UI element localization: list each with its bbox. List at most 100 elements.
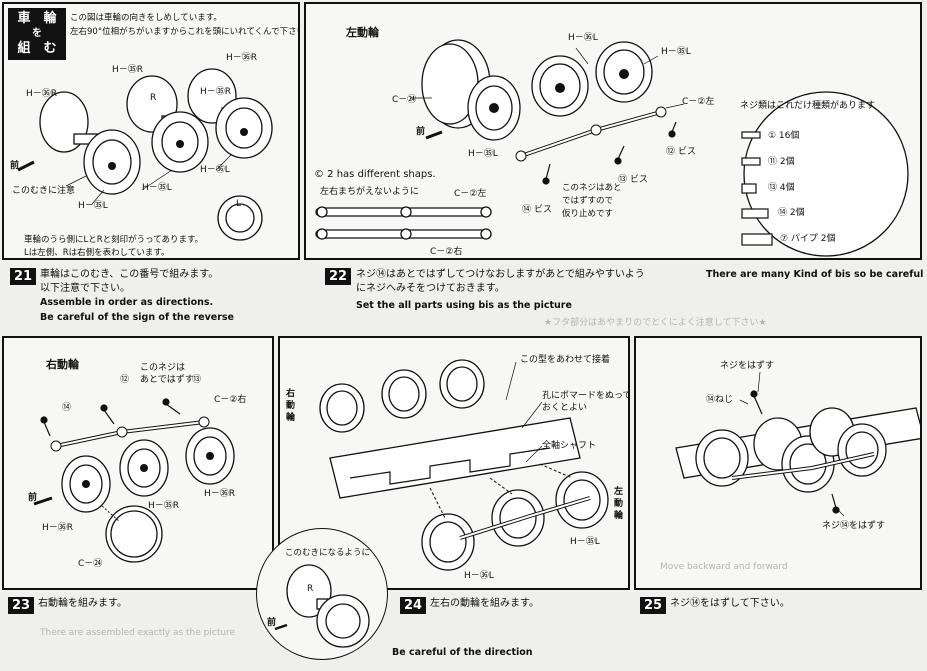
- panel-title: 左動輪: [346, 26, 379, 39]
- panel-right-drivers: 右動輪 このネジは あとではずす ⑫ ⑬ ⑭ C－②右 H－㊱R H－㉟R H－…: [2, 336, 274, 590]
- inset-r-mark: R: [307, 584, 314, 594]
- label-h35r-b: H－㉟R: [200, 87, 232, 97]
- label-m13: ⑬: [192, 375, 202, 385]
- left-drivers-drawing: [315, 39, 909, 257]
- right-drivers-drawing: [33, 398, 235, 563]
- chassis-with-rods-drawing: [675, 371, 920, 517]
- mistake-note: 左右まちがえないように: [320, 187, 419, 197]
- label-screw-note-2: あとではずす: [140, 375, 194, 385]
- screw-type-4: ⑭ 2個: [778, 208, 805, 218]
- label-c24: C－㉔: [78, 559, 103, 569]
- label-front: 前: [28, 493, 38, 503]
- label-front: 前: [416, 127, 426, 137]
- label-h35l-b: H－㉟L: [468, 149, 498, 159]
- label-m14: ⑭: [62, 403, 72, 413]
- label-m14: ⑭: [522, 205, 532, 215]
- label-c2l-b: C－②左: [454, 189, 487, 199]
- panel-driver-assembly: 右 動 輪 左 動 輪 この型をあわせて接着 孔にポマードをぬって おくとよい …: [278, 336, 630, 590]
- panel-wheel-orientation: 車 輪 を 組 む この図は車輪の向きをしめしています。 左右90°位相がちがい…: [2, 2, 300, 260]
- screw-types-title: ネジ類はこれだけ種類があります: [740, 101, 876, 111]
- inset-front: 前: [267, 618, 277, 628]
- wheelsets-drawing: [17, 68, 273, 241]
- note-grease-1: 孔にポマードをぬって: [542, 391, 630, 401]
- label-h36l: H－㊱L: [200, 165, 230, 175]
- note-grease-2: おくとよい: [542, 403, 588, 413]
- inset-note: このむきになるように: [285, 548, 371, 558]
- label-r-mark: R: [150, 93, 157, 103]
- label-h36l: H－㊱L: [464, 571, 494, 581]
- step-24-number: 24: [400, 597, 427, 614]
- left-driver-char-2: 動: [614, 499, 624, 509]
- label-h36r-b: H－㊱R: [26, 89, 58, 99]
- right-driver-char-1: 右: [286, 389, 296, 399]
- badge-line-1: 車 輪: [17, 11, 57, 26]
- screw-type-1: ① 16個: [768, 131, 800, 141]
- label-c2r: C－②右: [430, 247, 463, 257]
- label-bis3: ビス: [534, 205, 553, 215]
- shapes-note: © 2 has different shaps.: [314, 169, 436, 180]
- right-driver-char-2: 動: [286, 401, 296, 411]
- orientation-inset: このむきになるように R 前: [256, 528, 388, 660]
- label-m13: ⑬: [618, 175, 628, 185]
- screw-note-3: 仮り止めです: [562, 209, 614, 219]
- note-shaft: 全軸シャフト: [542, 441, 597, 451]
- screw-type-2: ⑪ 2個: [768, 157, 795, 167]
- label-h36r-a: H－㊱R: [226, 53, 258, 63]
- step-25-number: 25: [640, 597, 667, 614]
- label-orientation: このむきに注意: [12, 186, 76, 196]
- panel-remove-screws: ネジをはずす ⑭ねじ ネジ⑭をはずす: [634, 336, 922, 590]
- faint-mirror-text-2: There are assembled exactly as the pictu…: [40, 628, 236, 638]
- faint-mirror-text-3: Move backward and forward: [660, 562, 788, 572]
- label-m12: ⑫: [666, 147, 676, 157]
- label-l-mark: L: [236, 199, 242, 209]
- screw-note-1: このネジはあと: [562, 183, 622, 193]
- label-h36l: H－㊱L: [568, 33, 598, 43]
- label-c2l: C－②左: [682, 97, 715, 107]
- badge-line-3: 組 む: [17, 41, 57, 56]
- section-badge: 車 輪 を 組 む: [8, 8, 66, 60]
- label-nut: ⑭ねじ: [706, 395, 734, 405]
- label-h36r-b: H－㊱R: [204, 489, 236, 499]
- stamp-note-2: Lは左側、Rは右側を表わしています。: [24, 248, 170, 258]
- orientation-note-2: 左右90°位相がちがいますからこれを頭にいれてくんで下さい。: [70, 27, 300, 37]
- label-remove-screw: ネジをはずす: [720, 361, 775, 371]
- left-driver-char-3: 輪: [614, 511, 624, 521]
- screw-type-5: ⑦ パイプ 2個: [780, 234, 836, 244]
- label-front: 前: [10, 161, 20, 171]
- step-21-en-1: Assemble in order as directions.: [40, 297, 214, 308]
- panel-left-drivers-parts: 左動輪: [304, 2, 922, 260]
- step-25-jp: ネジ⑭をはずして下さい。: [670, 598, 790, 609]
- right-driver-char-3: 輪: [286, 413, 296, 423]
- label-h35l-b: H－㉟L: [78, 201, 108, 211]
- step-22-en-2: There are many Kind of bis so be careful: [706, 269, 924, 280]
- label-c2r: C－②右: [214, 395, 247, 405]
- step-22-jp-2: にネジへみそをつけておきます。: [356, 283, 505, 294]
- panel-title: 右動輪: [46, 358, 79, 371]
- inset-drawing: [274, 564, 370, 648]
- step-24-en: Be careful of the direction: [392, 647, 533, 658]
- screw-type-3: ⑬ 4個: [768, 183, 795, 193]
- left-driver-char-1: 左: [614, 487, 624, 497]
- label-h35r: H－㉟R: [148, 501, 180, 511]
- screw-note-2: ではずすので: [562, 196, 614, 206]
- step-23-number: 23: [8, 597, 35, 614]
- label-m12: ⑫: [120, 375, 130, 385]
- label-bis2: ビス: [630, 175, 649, 185]
- chassis-drawing: [319, 359, 609, 571]
- label-left-drivers: 左 動 輪: [614, 486, 623, 522]
- label-h35l: H－㉟L: [661, 47, 691, 57]
- badge-line-2: を: [32, 28, 42, 39]
- step-24-jp: 左右の動輪を組みます。: [430, 598, 539, 609]
- label-h35r-a: H－㉟R: [112, 65, 144, 75]
- step-21-jp-2: 以下注意で下さい。: [40, 283, 130, 294]
- step-21-number: 21: [10, 268, 37, 285]
- step-21-jp-1: 車輪はこのむき、この番号で組みます。: [40, 269, 219, 280]
- faint-mirror-text: ★フタ部分はあやまりのでとくによく注意して下さい★: [544, 318, 767, 328]
- front-arrow: [17, 160, 35, 172]
- step-22-number: 22: [325, 268, 352, 285]
- label-bis1: ビス: [678, 147, 697, 157]
- label-c24: C－㉔: [392, 95, 417, 105]
- label-h35l: H－㉟L: [142, 183, 172, 193]
- label-remove-screw-2: ネジ⑭をはずす: [822, 521, 886, 531]
- step-22-jp-1: ネジ⑭はあとではずしてつけなおしますがあとで組みやすいよう: [356, 269, 645, 280]
